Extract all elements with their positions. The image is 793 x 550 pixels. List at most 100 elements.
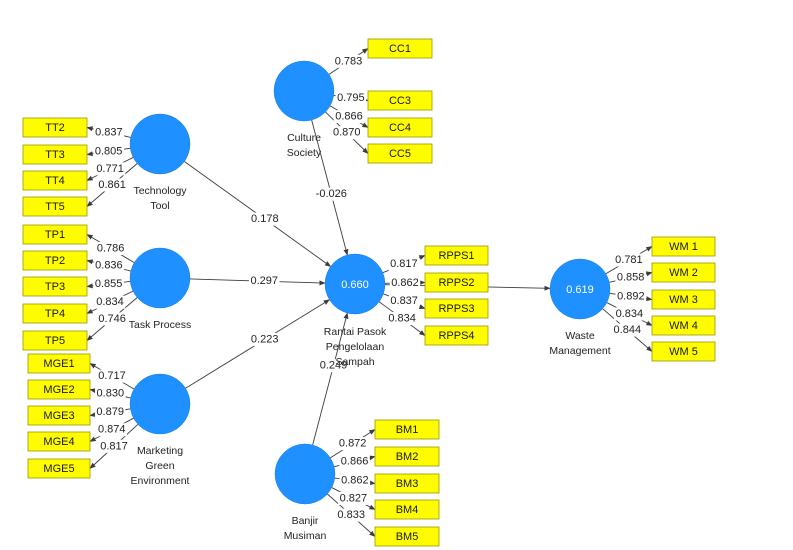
indicator-mge3-box[interactable] [27, 405, 91, 426]
latent-tt-label-line-2: Tool [150, 200, 169, 212]
indicator-bm1-label: BM1 [396, 424, 419, 436]
outer-loading-rpps1: 0.817 [390, 258, 418, 270]
indicator-cc3-label: CC3 [389, 95, 411, 107]
indicator-rpps4-box[interactable] [424, 325, 489, 346]
indicator-tp3-box[interactable] [22, 276, 88, 297]
indicator-tp2-box[interactable] [22, 250, 88, 271]
indicator-wm1-box[interactable] [651, 236, 716, 257]
outer-loading-tt4-background [94, 162, 126, 176]
indicator-wm5-box[interactable] [651, 341, 716, 362]
indicator-bm3-box[interactable] [374, 473, 440, 494]
outer-loading-bm3-background [339, 474, 371, 488]
indicator-cc5-box[interactable] [367, 143, 433, 164]
indicator-rpps3-box[interactable] [424, 298, 489, 319]
outer-loading-tt5: 0.861 [98, 179, 126, 191]
latent-rpps-r-squared: 0.660 [341, 279, 369, 291]
outer-loading-bm2-background [339, 455, 370, 469]
outer-loading-mge3: 0.879 [96, 406, 124, 418]
indicator-wm4-box[interactable] [651, 315, 716, 336]
indicator-bm4-label: BM4 [396, 504, 419, 516]
latent-rpps-circle[interactable] [324, 253, 386, 315]
outer-loading-tt2: 0.837 [95, 126, 123, 138]
indicator-wm2-box[interactable] [651, 262, 716, 283]
latent-rpps-label-line-1: Rantai Pasok [324, 326, 387, 338]
indicator-tt4-label: TT4 [45, 175, 65, 187]
outer-loading-wm5: 0.844 [614, 324, 642, 336]
outer-loading-rpps4-background [386, 312, 418, 326]
indicator-cc1-label: CC1 [389, 43, 411, 55]
latent-wm-circle[interactable] [549, 258, 611, 320]
indicator-wm2-label: WM 2 [669, 267, 698, 279]
indicator-mge1-box[interactable] [27, 353, 91, 374]
outer-loading-tt4: 0.771 [96, 163, 124, 175]
outer-loading-rpps3-background [388, 294, 420, 308]
indicator-tt3-box[interactable] [22, 144, 88, 165]
indicator-cc3-box[interactable] [367, 90, 433, 111]
indicator-tt5-box[interactable] [22, 196, 88, 217]
indicator-bm2-box[interactable] [374, 446, 440, 467]
indicator-tt2-label: TT2 [45, 122, 65, 134]
outer-loading-mge2-background [95, 387, 126, 401]
outer-loading-mge4-background [96, 423, 128, 437]
outer-loading-cc1-background [333, 54, 364, 68]
indicator-wm3-label: WM 3 [669, 294, 698, 306]
indicator-bm5-box[interactable] [374, 526, 440, 547]
indicator-mge4-box[interactable] [27, 431, 91, 452]
outer-loading-rpps4: 0.834 [388, 313, 416, 325]
latent-cc-circle[interactable] [273, 60, 335, 122]
outer-loading-bm4-background [338, 491, 369, 505]
outer-loading-wm3: 0.892 [617, 290, 645, 302]
outer-loading-wm1: 0.781 [615, 254, 643, 266]
latent-bm-label-line-2: Musiman [284, 530, 327, 542]
indicator-tp5-box[interactable] [22, 330, 88, 351]
indicator-bm1-box[interactable] [374, 419, 440, 440]
indicator-tt4-box[interactable] [22, 170, 88, 191]
outer-loading-bm5-background [335, 508, 367, 522]
outer-loading-tt3: 0.805 [95, 145, 123, 157]
path-coefficient-tt-to-rpps: 0.178 [251, 213, 279, 225]
outer-loading-tp3: 0.855 [95, 278, 123, 290]
outer-loading-mge2: 0.830 [97, 388, 125, 400]
indicator-tt5-label: TT5 [45, 201, 65, 213]
outer-loading-tp3-background [93, 277, 124, 291]
outer-loading-wm2-background [615, 270, 646, 284]
latent-tt-circle[interactable] [129, 113, 191, 175]
indicator-rpps2-box[interactable] [424, 272, 489, 293]
outer-loading-wm2: 0.858 [617, 271, 645, 283]
outer-loading-bm5: 0.833 [337, 509, 365, 521]
latent-mge-circle[interactable] [129, 373, 191, 435]
indicator-tp4-box[interactable] [22, 303, 88, 324]
outer-loading-mge1-background [96, 369, 128, 383]
latent-rpps-label-line-2: Pengelolaan [326, 341, 385, 353]
indicator-mge5-box[interactable] [27, 458, 91, 479]
indicator-cc1-box[interactable] [367, 38, 433, 59]
indicator-cc4-box[interactable] [367, 117, 433, 138]
outer-loading-wm3-background [615, 289, 647, 303]
indicator-tt2-box[interactable] [22, 117, 88, 138]
indicator-wm3-box[interactable] [651, 289, 716, 310]
indicator-wm4-label: WM 4 [669, 320, 698, 332]
latent-wm-r-squared: 0.619 [566, 284, 594, 296]
indicator-mge2-box[interactable] [27, 379, 91, 400]
outer-loading-bm3: 0.862 [341, 475, 369, 487]
indicator-bm4-box[interactable] [374, 499, 440, 520]
indicator-rpps1-box[interactable] [424, 245, 489, 266]
outer-loading-tp5-background [96, 312, 128, 326]
indicator-tp5-label: TP5 [45, 335, 65, 347]
latent-mge-label-line-1: Marketing [137, 445, 183, 457]
indicator-tp1-box[interactable] [22, 224, 88, 245]
outer-loading-bm1-background [337, 437, 368, 451]
indicator-mge4-label: MGE4 [43, 436, 74, 448]
outer-loading-wm4-background [614, 307, 645, 321]
latent-tp-circle[interactable] [129, 247, 191, 309]
indicator-wm1-label: WM 1 [669, 241, 698, 253]
outer-loading-tt5-background [96, 178, 128, 192]
outer-loading-mge5-background [98, 439, 130, 453]
indicator-tp3-label: TP3 [45, 281, 65, 293]
path-coefficient-bm-to-rpps-background [318, 359, 349, 373]
path-arrow-cc-to-rpps [311, 119, 349, 256]
outer-loading-rpps1-background [388, 257, 420, 271]
latent-bm-circle[interactable] [274, 443, 336, 505]
latent-rpps-label-line-3: Sampah [335, 356, 374, 368]
